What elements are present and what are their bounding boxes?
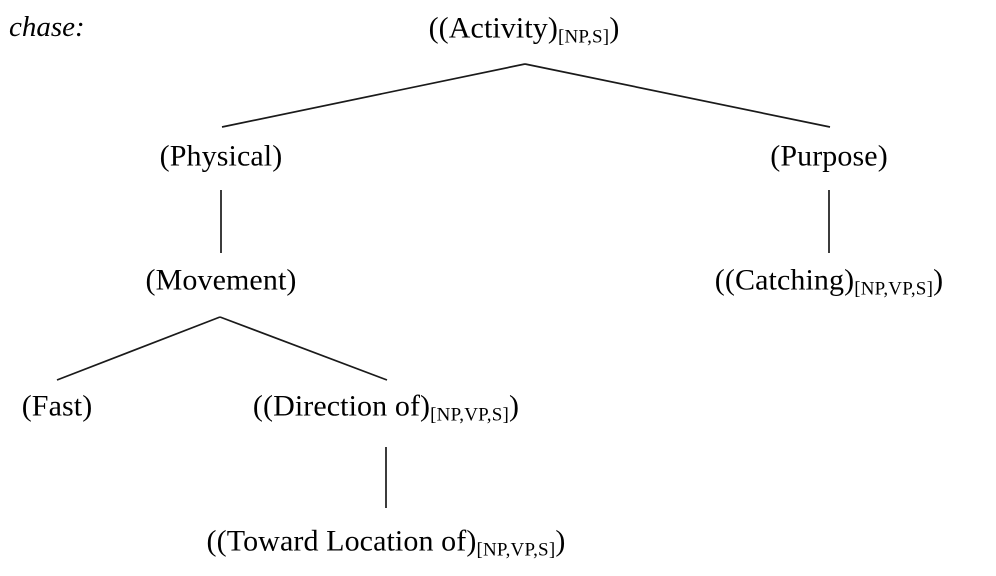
node-physical-label: Physical — [169, 139, 273, 173]
node-purpose-label: Purpose — [780, 139, 878, 173]
node-purpose: (Purpose) — [770, 141, 888, 174]
edge-activity-physical — [221, 63, 526, 128]
node-toward-location-of-close-inner: ) — [466, 524, 477, 558]
node-direction-of-close-outer: ) — [509, 389, 520, 423]
node-direction-of-close-inner: ) — [420, 389, 431, 423]
node-catching-label: Catching — [734, 263, 845, 297]
node-movement-open: ( — [145, 263, 156, 297]
node-purpose-close-inner: ) — [877, 139, 888, 173]
node-activity-subscript: [NP,S] — [557, 26, 610, 48]
node-activity-close-inner: ) — [547, 11, 558, 45]
node-physical: (Physical) — [160, 141, 283, 174]
node-physical-close-inner: ) — [272, 139, 283, 173]
node-toward-location-of-subscript: [NP,VP,S] — [476, 539, 556, 561]
node-catching-subscript: [NP,VP,S] — [854, 278, 934, 300]
node-catching-open: (( — [714, 263, 735, 297]
word-label: chase: — [9, 11, 85, 43]
node-catching-close-outer: ) — [933, 263, 944, 297]
node-fast: (Fast) — [22, 391, 93, 424]
node-fast-open: ( — [21, 389, 32, 423]
node-movement-label: Movement — [155, 263, 287, 297]
edge-movement-direction — [219, 316, 388, 381]
node-toward-location-of-close-outer: ) — [555, 524, 566, 558]
node-purpose-open: ( — [770, 139, 781, 173]
node-fast-label: Fast — [31, 389, 83, 423]
node-direction-of-subscript: [NP,VP,S] — [430, 404, 510, 426]
node-catching: ((Catching)[NP,VP,S]) — [714, 263, 944, 300]
node-movement-close-inner: ) — [286, 263, 297, 297]
node-activity-label: Activity — [448, 11, 548, 45]
node-movement: (Movement) — [146, 265, 297, 298]
node-activity-open: (( — [428, 11, 449, 45]
edge-movement-fast — [56, 316, 221, 381]
node-fast-close-inner: ) — [82, 389, 93, 423]
node-physical-open: ( — [159, 139, 170, 173]
node-direction-of-open: (( — [252, 389, 274, 423]
node-toward-location-of: ((Toward Location of)[NP,VP,S]) — [206, 524, 566, 561]
node-activity-close-outer: ) — [609, 11, 620, 45]
node-catching-close-inner: ) — [844, 263, 855, 297]
node-direction-of-label: Direction of — [273, 389, 421, 423]
edge-activity-purpose — [524, 63, 831, 128]
node-toward-location-of-label: Toward Location of — [226, 524, 467, 558]
node-toward-location-of-open: (( — [206, 524, 227, 558]
node-direction-of: ((Direction of)[NP,VP,S]) — [252, 389, 520, 426]
node-activity: ((Activity)[NP,S]) — [428, 11, 620, 48]
